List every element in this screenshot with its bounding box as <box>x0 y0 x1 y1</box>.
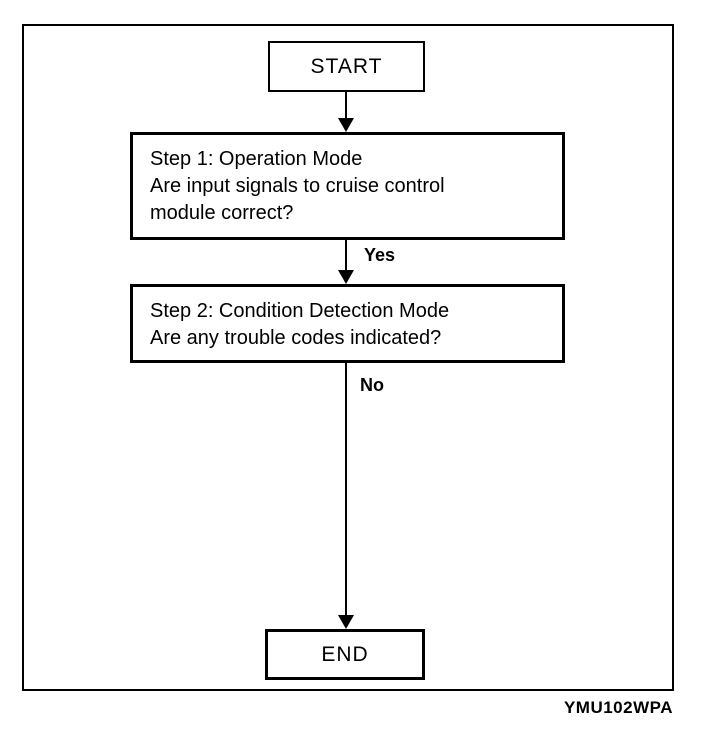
arrow-head-icon <box>338 118 354 132</box>
arrow-stem <box>345 92 347 120</box>
step1-question-line2: module correct? <box>150 202 294 224</box>
arrow-step1-to-step2 <box>338 240 354 284</box>
figure-code: YMU102WPA <box>563 698 673 717</box>
arrow-stem <box>345 363 347 617</box>
start-node: START <box>268 41 425 92</box>
end-node-label: END <box>321 642 369 666</box>
step2-node: Step 2: Condition Detection Mode Are any… <box>130 284 565 363</box>
yes-edge-label: Yes <box>364 245 396 265</box>
step1-title: Step 1: Operation Mode <box>150 148 363 170</box>
step1-node: Step 1: Operation Mode Are input signals… <box>130 132 565 240</box>
step1-question-line1: Are input signals to cruise control <box>150 175 445 197</box>
arrow-head-icon <box>338 615 354 629</box>
step2-title: Step 2: Condition Detection Mode <box>150 300 450 322</box>
end-node: END <box>265 629 425 680</box>
arrow-start-to-step1 <box>338 92 354 132</box>
arrow-step2-to-end <box>338 363 354 629</box>
no-edge-label: No <box>360 375 384 395</box>
diagram-border <box>22 24 674 691</box>
start-node-label: START <box>310 54 383 78</box>
arrow-head-icon <box>338 270 354 284</box>
step2-question: Are any trouble codes indicated? <box>150 327 442 349</box>
arrow-stem <box>345 240 347 272</box>
